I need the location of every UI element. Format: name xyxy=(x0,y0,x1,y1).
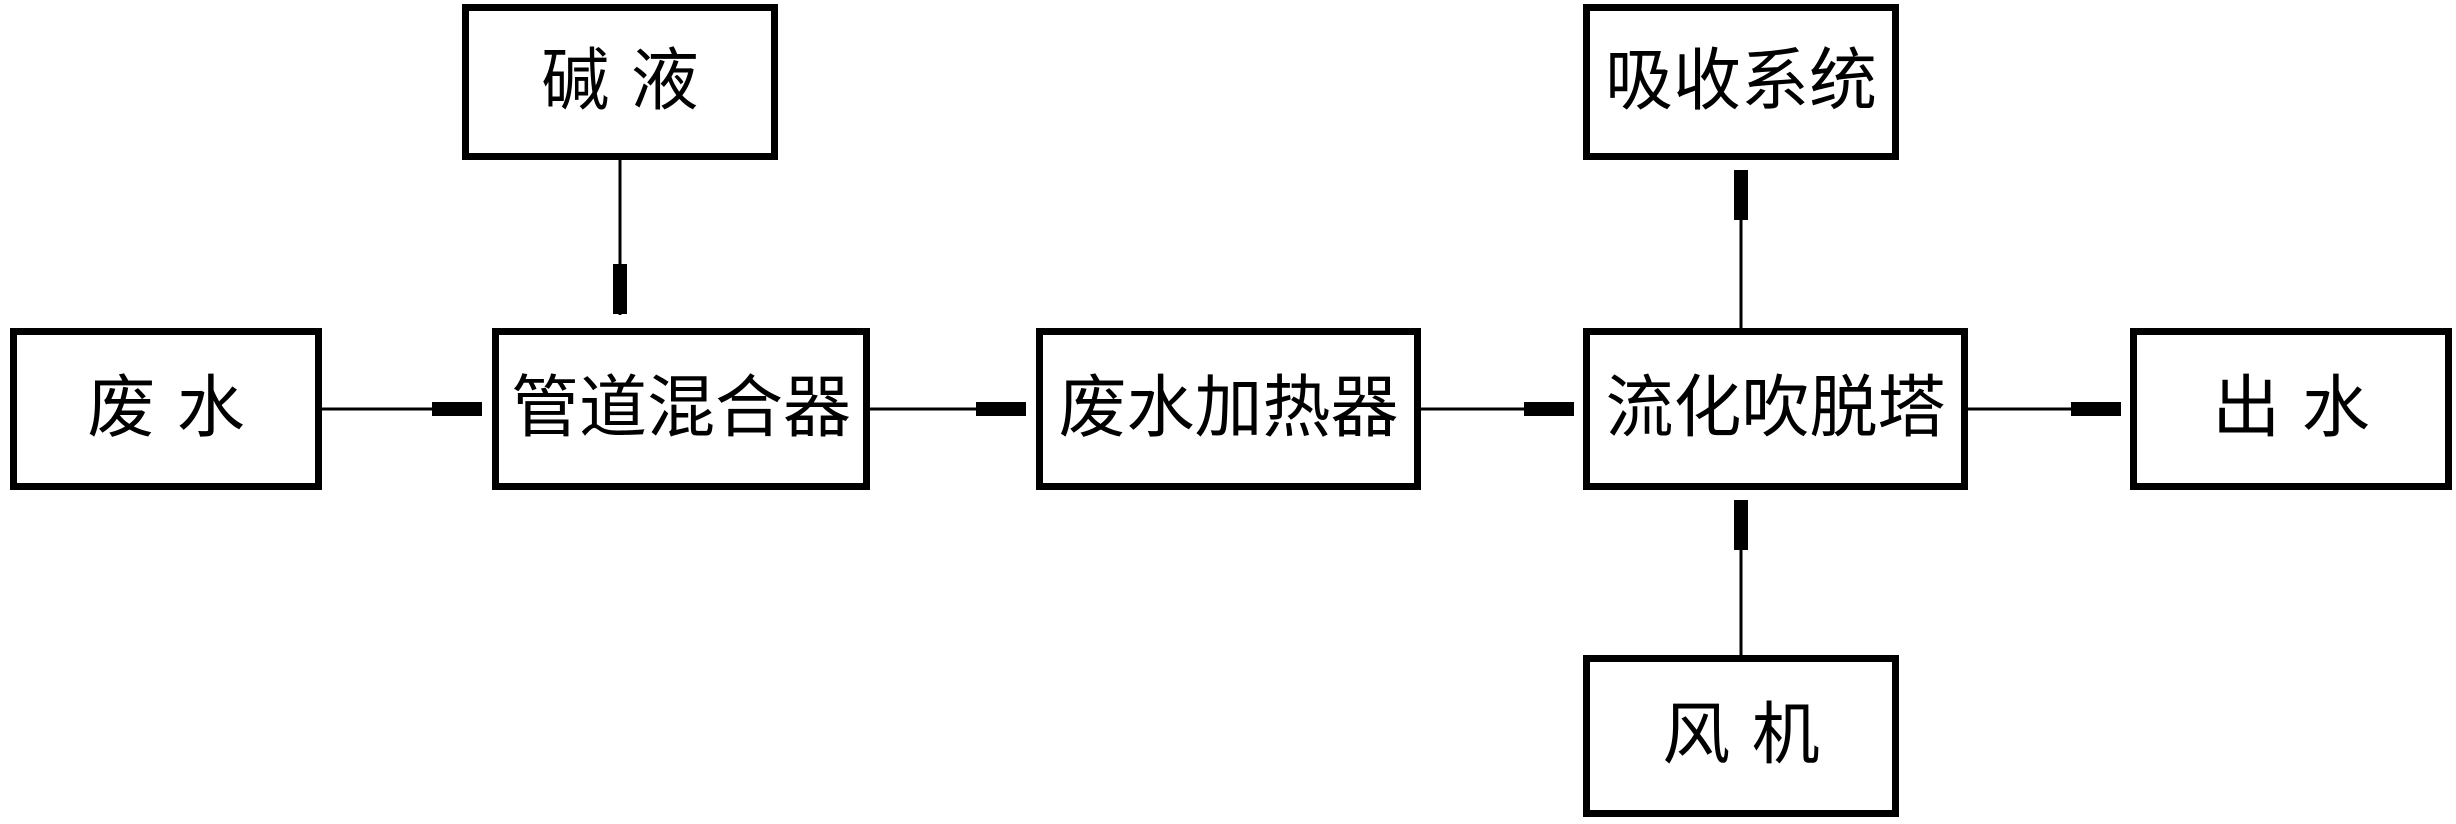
fan-label: 风 机 xyxy=(1662,696,1820,775)
fluidized-stripping-tower-label: 流化吹脱塔 xyxy=(1605,369,1946,448)
arrowhead-tower-bottom xyxy=(1734,500,1748,550)
absorption-system-label: 吸收系统 xyxy=(1604,42,1877,121)
arrowhead-tower-left xyxy=(1524,402,1574,416)
waste-water-heater-node: 废水加热器 xyxy=(1036,328,1421,490)
waste-water-heater-label: 废水加热器 xyxy=(1058,369,1399,448)
fluidized-stripping-tower-node: 流化吹脱塔 xyxy=(1583,328,1968,490)
absorption-system-node: 吸收系统 xyxy=(1583,4,1899,160)
waste-water-label: 废 水 xyxy=(87,369,245,448)
waste-water-node: 废 水 xyxy=(10,328,322,490)
pipe-mixer-label: 管道混合器 xyxy=(510,369,851,448)
arrowhead-absorption-bottom xyxy=(1734,170,1748,220)
alkali-label: 碱 液 xyxy=(541,42,699,121)
fan-node: 风 机 xyxy=(1583,655,1899,817)
arrowhead-mixer-left xyxy=(432,402,482,416)
outlet-water-node: 出 水 xyxy=(2130,328,2452,490)
pipe-mixer-node: 管道混合器 xyxy=(492,328,870,490)
arrowhead-outlet-left xyxy=(2071,402,2121,416)
outlet-water-label: 出 水 xyxy=(2212,369,2370,448)
alkali-node: 碱 液 xyxy=(462,4,778,160)
arrowhead-mixer-top xyxy=(613,264,627,314)
arrowhead-heater-left xyxy=(976,402,1026,416)
